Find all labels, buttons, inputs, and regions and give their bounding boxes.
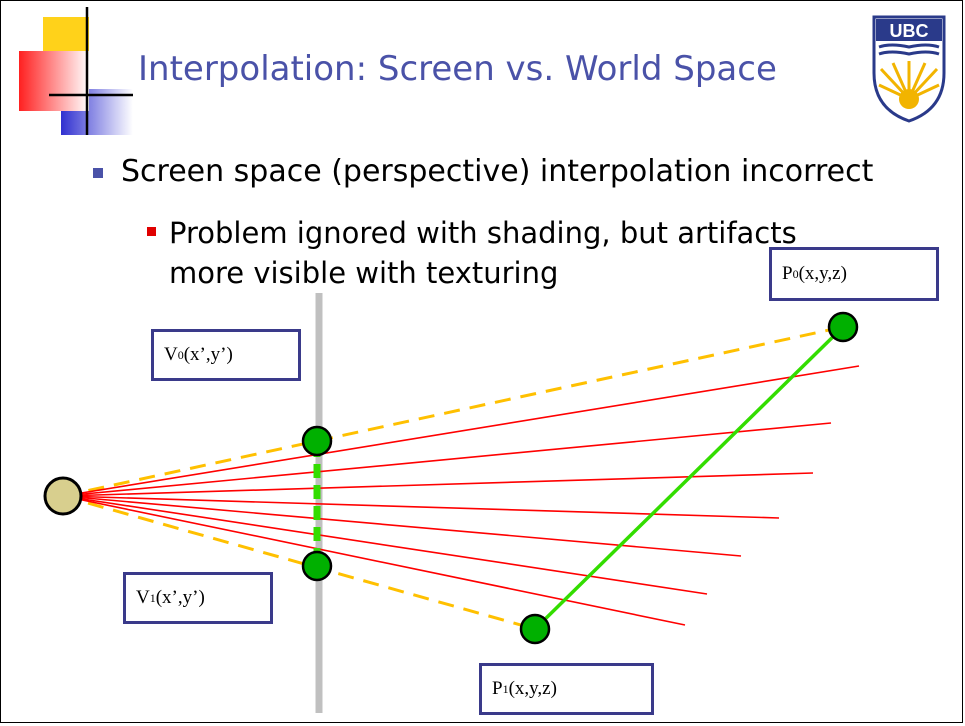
- v1-label-args: (x’,y’): [155, 587, 205, 608]
- v1-label-sub: 1: [149, 590, 156, 605]
- dashed-edge-top: [62, 325, 844, 498]
- v0-label-name: V: [164, 344, 178, 365]
- v0-label-args: (x’,y’): [183, 344, 233, 365]
- corner-decoration: [19, 7, 133, 135]
- p0-label-args: (x,y,z): [798, 263, 847, 284]
- p0-label-sub: 0: [792, 266, 799, 281]
- bullet-level1-text: Screen space (perspective) interpolation…: [121, 154, 874, 189]
- bullet-level2-text: Problem ignored with shading, but artifa…: [169, 216, 797, 290]
- p1-label-name: P: [492, 678, 503, 699]
- p0-point: [827, 311, 859, 343]
- v0-label-sub: 0: [177, 347, 184, 362]
- ray: [62, 495, 686, 626]
- ray: [62, 495, 708, 595]
- p1-label-sub: 1: [502, 681, 509, 696]
- bullet-marker-level2: [147, 227, 156, 236]
- eye-point: [43, 476, 83, 516]
- slide-title: Interpolation: Screen vs. World Space: [138, 49, 777, 89]
- v1-point: [301, 550, 333, 582]
- bullet-marker-level1: [93, 168, 103, 178]
- ray: [62, 495, 780, 519]
- p1-label-args: (x,y,z): [508, 678, 557, 699]
- p1-point: [519, 613, 551, 645]
- ray: [62, 472, 814, 497]
- red-square: [19, 51, 89, 111]
- v0-point: [301, 425, 333, 457]
- ray: [62, 495, 742, 557]
- ray: [62, 422, 832, 497]
- p0-label-name: P: [782, 263, 793, 284]
- ray: [62, 365, 860, 497]
- v1-label-name: V: [136, 587, 150, 608]
- world-space-edge: [533, 325, 845, 631]
- dashed-edge-bottom: [62, 494, 536, 631]
